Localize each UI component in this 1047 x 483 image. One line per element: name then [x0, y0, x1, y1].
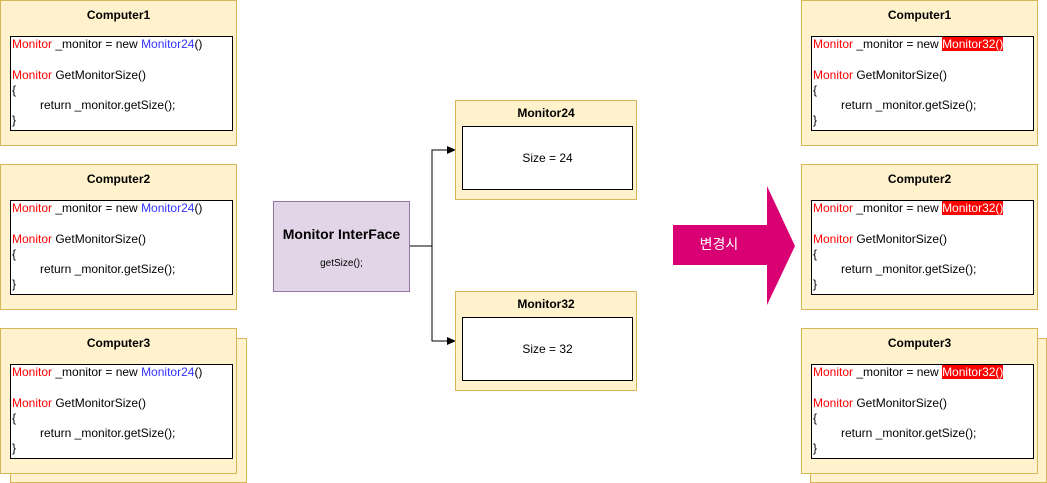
left-computer2-card: Computer2 Monitor _monitor = new Monitor…	[0, 164, 237, 310]
declaration-text: _monitor = new	[52, 201, 142, 215]
field-declaration: Monitor _monitor = new Monitor32()	[813, 365, 1033, 380]
left-computer3-card: Computer3 Monitor _monitor = new Monitor…	[0, 328, 237, 474]
method-body: return _monitor.getSize();	[40, 426, 176, 440]
type-name: Monitor	[813, 232, 854, 246]
field-declaration: Monitor _monitor = new Monitor24()	[12, 201, 232, 216]
open-brace: {	[813, 83, 818, 97]
monitor32-box: Monitor32 Size = 32	[455, 291, 637, 391]
code-block: Monitor _monitor = new Monitor32() Monit…	[811, 364, 1034, 459]
method-name: GetMonitorSize()	[52, 232, 147, 246]
card-title: Computer3	[887, 336, 952, 350]
constructor-parens: ()	[194, 365, 203, 379]
close-brace: }	[813, 277, 818, 291]
open-brace: {	[813, 411, 818, 425]
declaration-text: _monitor = new	[52, 37, 142, 51]
method-body: return _monitor.getSize();	[841, 426, 977, 440]
type-name: Monitor	[12, 201, 53, 215]
field-declaration: Monitor _monitor = new Monitor24()	[12, 37, 232, 52]
connector-to-monitor32	[431, 246, 456, 345]
right-computer1-card: Computer1 Monitor _monitor = new Monitor…	[801, 0, 1038, 146]
type-name: Monitor	[813, 365, 854, 379]
interface-title: Monitor InterFace	[282, 226, 401, 242]
method-body: return _monitor.getSize();	[841, 98, 977, 112]
method-name: GetMonitorSize()	[853, 68, 948, 82]
highlighted-constructor: Monitor32()	[942, 201, 1004, 215]
change-arrow-shape	[673, 186, 795, 305]
constructor-name: Monitor24	[141, 37, 195, 51]
method-name: GetMonitorSize()	[52, 396, 147, 410]
connector-to-monitor24	[410, 146, 456, 247]
code-block: Monitor _monitor = new Monitor32() Monit…	[811, 200, 1034, 295]
method-signature: Monitor GetMonitorSize()	[12, 396, 232, 411]
type-name: Monitor	[813, 68, 854, 82]
code-block: Monitor _monitor = new Monitor24() Monit…	[10, 36, 233, 131]
monitor24-box: Monitor24 Size = 24	[455, 100, 637, 200]
constructor-parens: ()	[194, 201, 203, 215]
constructor-name: Monitor24	[141, 365, 195, 379]
method-body: return _monitor.getSize();	[841, 262, 977, 276]
code-block: Monitor _monitor = new Monitor32() Monit…	[811, 36, 1034, 131]
method-signature: Monitor GetMonitorSize()	[813, 232, 1033, 247]
monitor-size-box: Size = 24	[462, 126, 633, 190]
type-name: Monitor	[12, 396, 53, 410]
highlighted-constructor: Monitor32()	[942, 365, 1004, 379]
close-brace: }	[12, 113, 17, 127]
method-signature: Monitor GetMonitorSize()	[12, 232, 232, 247]
type-name: Monitor	[12, 37, 53, 51]
method-name: GetMonitorSize()	[853, 396, 948, 410]
right-computer3-card: Computer3 Monitor _monitor = new Monitor…	[801, 328, 1038, 474]
monitor-size-text: Size = 32	[522, 342, 573, 356]
field-declaration: Monitor _monitor = new Monitor32()	[813, 201, 1033, 216]
monitor-title: Monitor24	[517, 106, 575, 120]
type-name: Monitor	[12, 232, 53, 246]
declaration-text: _monitor = new	[853, 201, 943, 215]
code-block: Monitor _monitor = new Monitor24() Monit…	[10, 364, 233, 459]
declaration-text: _monitor = new	[853, 365, 943, 379]
monitor-size-box: Size = 32	[462, 317, 633, 381]
right-computer2-card: Computer2 Monitor _monitor = new Monitor…	[801, 164, 1038, 310]
type-name: Monitor	[813, 396, 854, 410]
highlighted-constructor: Monitor32()	[942, 37, 1004, 51]
declaration-text: _monitor = new	[853, 37, 943, 51]
type-name: Monitor	[813, 37, 854, 51]
open-brace: {	[12, 247, 17, 261]
method-body: return _monitor.getSize();	[40, 98, 176, 112]
interface-method: getSize();	[320, 258, 363, 269]
field-declaration: Monitor _monitor = new Monitor24()	[12, 365, 232, 380]
method-signature: Monitor GetMonitorSize()	[813, 68, 1033, 83]
method-signature: Monitor GetMonitorSize()	[12, 68, 232, 83]
declaration-text: _monitor = new	[52, 365, 142, 379]
close-brace: }	[813, 441, 818, 455]
type-name: Monitor	[12, 68, 53, 82]
card-title: Computer2	[887, 172, 952, 186]
card-title: Computer1	[887, 8, 952, 22]
left-computer1-card: Computer1 Monitor _monitor = new Monitor…	[0, 0, 237, 146]
monitor-title: Monitor32	[517, 297, 575, 311]
code-block: Monitor _monitor = new Monitor24() Monit…	[10, 200, 233, 295]
constructor-name: Monitor24	[141, 201, 195, 215]
constructor-parens: ()	[194, 37, 203, 51]
card-title: Computer1	[86, 8, 151, 22]
open-brace: {	[12, 411, 17, 425]
monitor-size-text: Size = 24	[522, 151, 573, 165]
card-title: Computer3	[86, 336, 151, 350]
type-name: Monitor	[12, 365, 53, 379]
close-brace: }	[12, 277, 17, 291]
change-arrow-label: 변경시	[699, 236, 739, 252]
monitor-interface-box: Monitor InterFace getSize();	[273, 201, 410, 292]
close-brace: }	[813, 113, 818, 127]
open-brace: {	[813, 247, 818, 261]
card-title: Computer2	[86, 172, 151, 186]
field-declaration: Monitor _monitor = new Monitor32()	[813, 37, 1033, 52]
method-body: return _monitor.getSize();	[40, 262, 176, 276]
open-brace: {	[12, 83, 17, 97]
close-brace: }	[12, 441, 17, 455]
method-name: GetMonitorSize()	[853, 232, 948, 246]
method-name: GetMonitorSize()	[52, 68, 147, 82]
method-signature: Monitor GetMonitorSize()	[813, 396, 1033, 411]
type-name: Monitor	[813, 201, 854, 215]
